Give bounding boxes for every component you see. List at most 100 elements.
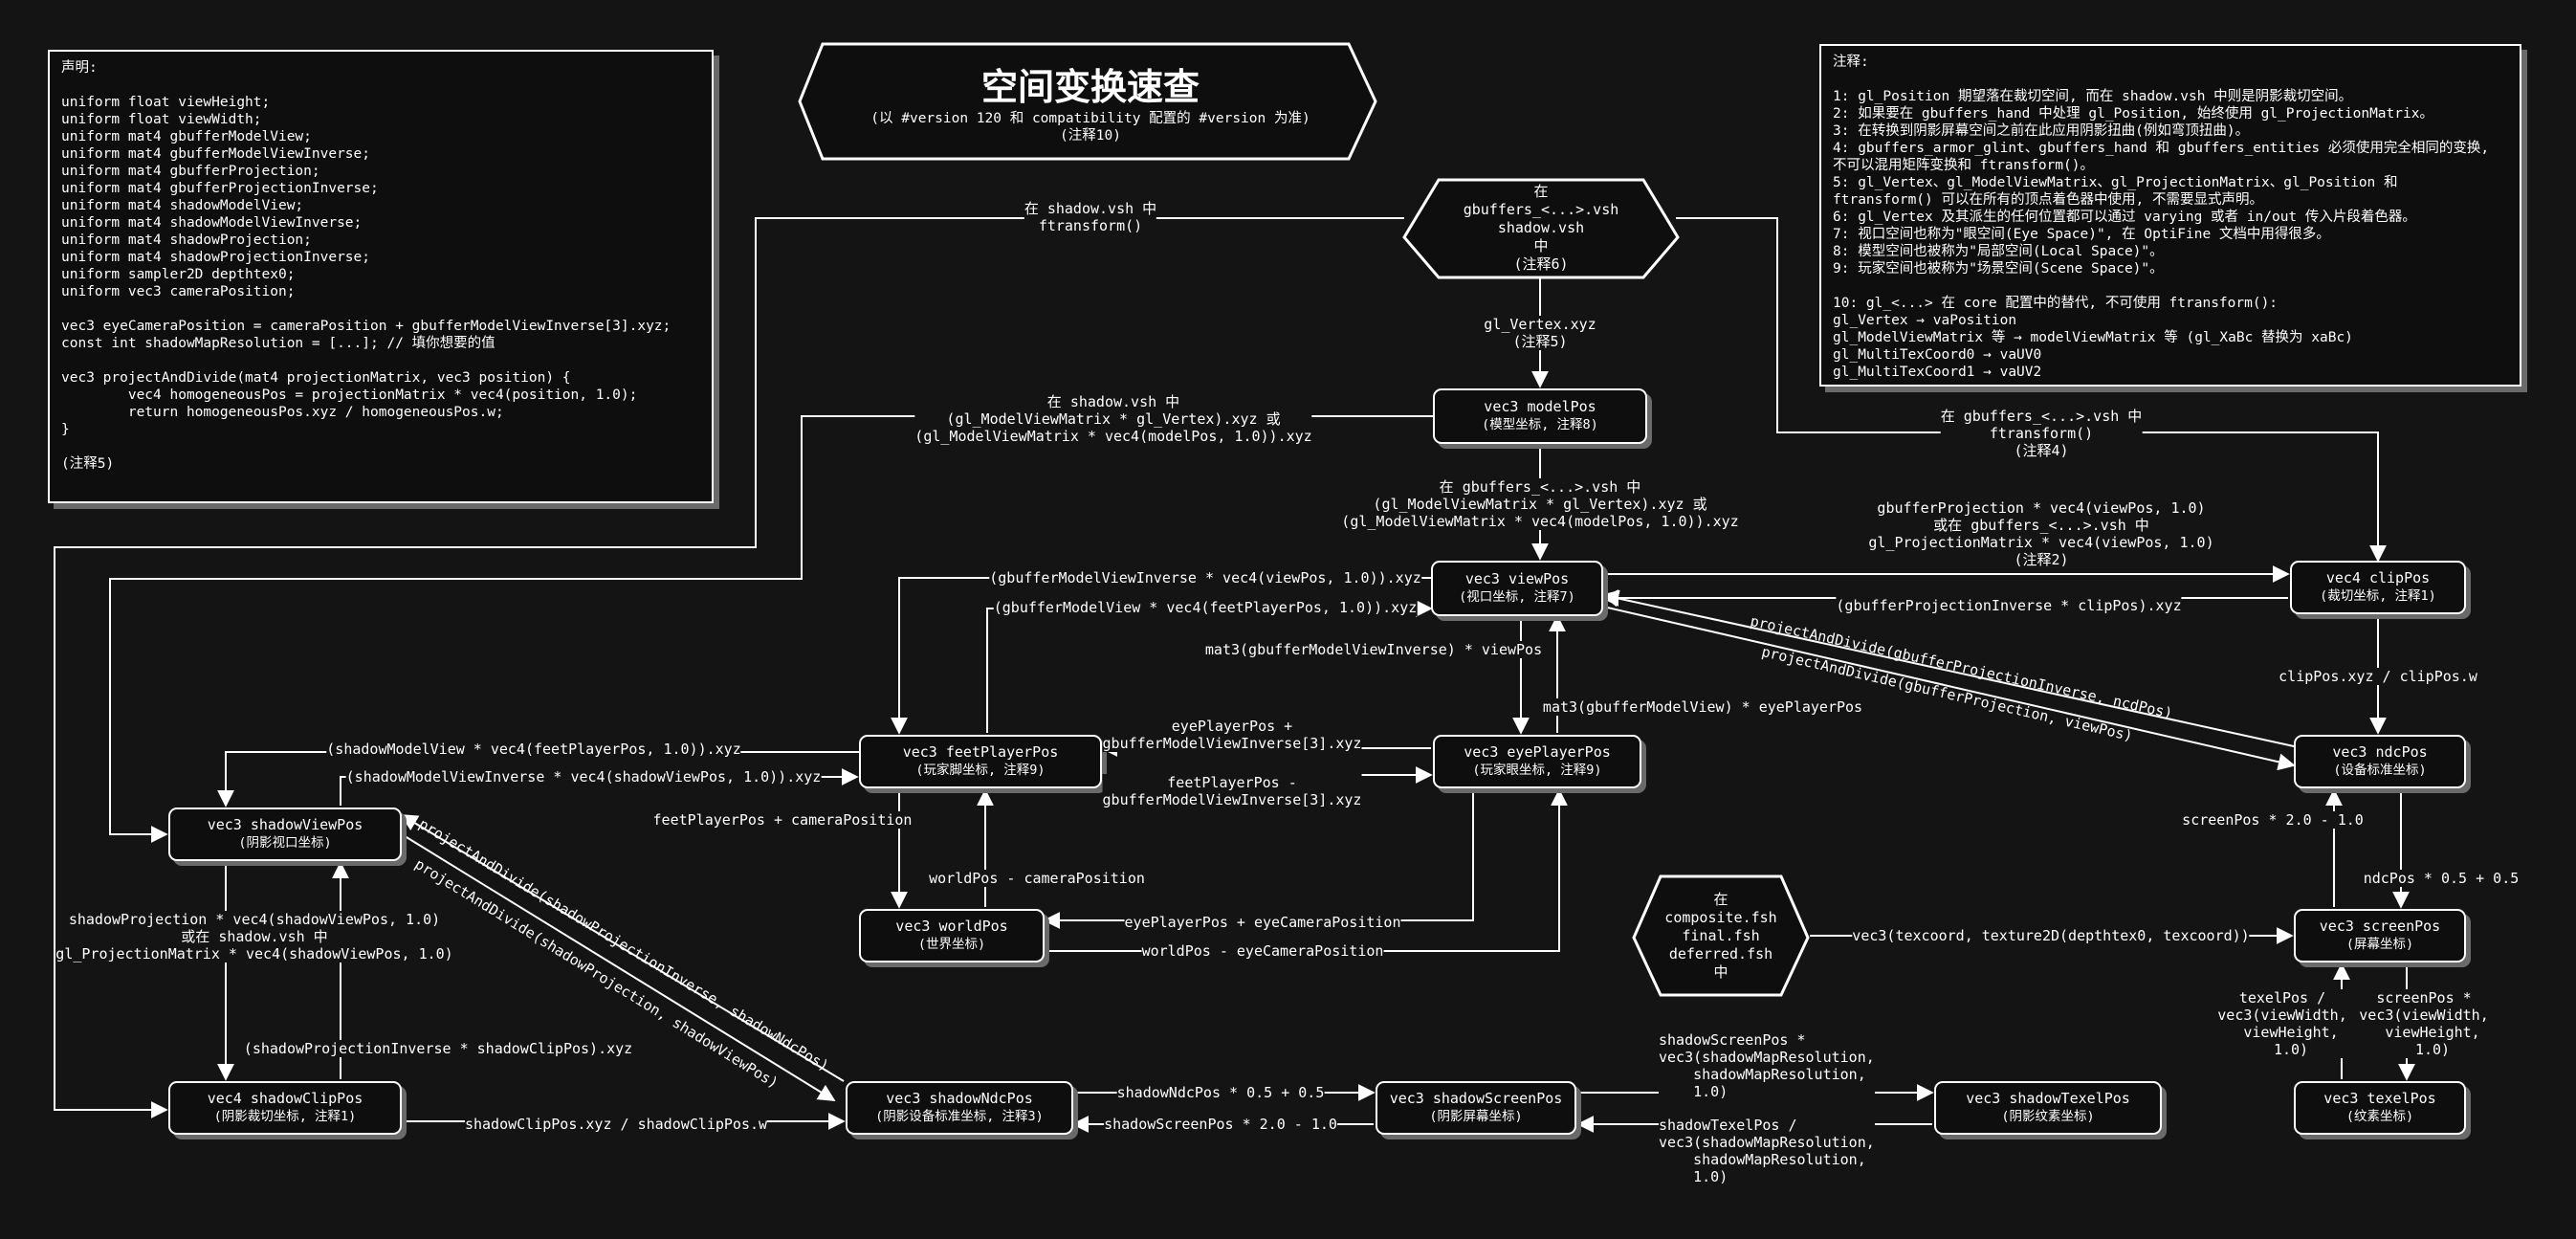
hex-text-line: final.fsh <box>1682 926 1760 944</box>
node-title: vec3 eyePlayerPos <box>1464 743 1611 761</box>
hex-text-line: deferred.fsh <box>1668 944 1773 962</box>
label-view-to-clip: gbufferProjection * vec4(viewPos, 1.0) 或… <box>1868 499 2214 568</box>
node-subtitle: (玩家脚坐标, 注释9) <box>915 763 1046 778</box>
label-ftransform-shadow: 在 shadow.vsh 中 ftransform() <box>1024 200 1157 234</box>
declaration-line: uniform mat4 shadowProjectionInverse; <box>61 250 371 265</box>
node-title: vec3 shadowNdcPos <box>886 1090 1033 1107</box>
node-subtitle: (阴影裁切坐标, 注释1) <box>213 1109 357 1124</box>
note-line: gl_MultiTexCoord1 → vaUV2 <box>1833 365 2042 380</box>
label-eye-to-feet: eyePlayerPos + gbufferModelViewInverse[3… <box>1102 718 1362 752</box>
note-line: 6: gl_Vertex 及其派生的任何位置都可以通过 varying 或者 i… <box>1833 210 2416 225</box>
label-view-to-feet: (gbufferModelViewInverse * vec4(viewPos,… <box>989 569 1421 586</box>
note-line: 3: 在转换到阴影屏幕空间之前在此应用阴影扭曲(例如弯顶扭曲)。 <box>1833 123 2250 139</box>
declaration-line <box>61 352 700 369</box>
label-feet-to-world: feetPlayerPos + cameraPosition <box>652 811 913 829</box>
node-ndc-pos[interactable]: vec3 ndcPos (设备标准坐标) <box>2294 735 2466 788</box>
node-title: vec3 shadowScreenPos <box>1389 1090 1563 1107</box>
node-title: vec3 viewPos <box>1464 570 1570 587</box>
node-subtitle: (阴影视口坐标) <box>238 835 332 851</box>
node-model-pos[interactable]: vec3 modelPos (模型坐标, 注释8) <box>1433 388 1647 444</box>
declarations-panel: 声明: uniform float viewHeight;uniform flo… <box>48 50 714 503</box>
label-depth-to-screen: vec3(texcoord, texture2D(depthtex0, texc… <box>1852 927 2250 944</box>
declaration-line: uniform mat4 shadowModelView; <box>61 198 304 213</box>
page-subtitle: (以 #version 120 和 compatibility 配置的 #ver… <box>870 111 1310 126</box>
note-line: 注释: <box>1833 55 1869 70</box>
node-texel-pos[interactable]: vec3 texelPos (纹素坐标) <box>2294 1081 2466 1135</box>
node-title: vec3 shadowTexelPos <box>1966 1090 2130 1107</box>
note-line: 4: gbuffers_armor_glint、gbuffers_hand 和 … <box>1833 141 2490 156</box>
hex-shader-source <box>1402 178 1680 279</box>
note-line: 8: 模型空间也被称为"局部空间(Local Space)"。 <box>1833 244 2164 259</box>
page-subtitle-note: (注释10) <box>1060 128 1121 144</box>
node-shadow-clip-pos[interactable]: vec4 shadowClipPos (阴影裁切坐标, 注释1) <box>168 1081 402 1135</box>
node-title: vec3 screenPos <box>2319 918 2441 935</box>
node-title: vec3 shadowViewPos <box>207 816 363 833</box>
label-feet-to-eye: feetPlayerPos - gbufferModelViewInverse[… <box>1102 774 1362 808</box>
hex-text-line: 在 <box>1713 890 1728 908</box>
declaration-line: 声明: <box>61 60 98 76</box>
label-shadowview-to-shadowclip: shadowProjection * vec4(shadowViewPos, 1… <box>55 911 453 962</box>
declaration-line: uniform vec3 cameraPosition; <box>61 284 296 299</box>
label-feet-to-shadowview: (shadowModelView * vec4(feetPlayerPos, 1… <box>326 741 741 758</box>
declaration-line: return homogeneousPos.xyz / homogeneousP… <box>61 405 504 420</box>
label-texel-to-screen: texelPos / vec3(viewWidth, viewHeight, 1… <box>2217 989 2347 1058</box>
note-line: 不可以混用矩阵变换和 ftransform()。 <box>1833 158 2094 173</box>
declaration-line <box>61 77 700 94</box>
label-world-to-feet: worldPos - cameraPosition <box>929 870 1145 887</box>
node-eye-player-pos[interactable]: vec3 eyePlayerPos (玩家眼坐标, 注释9) <box>1433 735 1641 788</box>
edge-shadowndc-to-shadowview <box>400 814 845 1082</box>
declaration-line: uniform mat4 gbufferProjection; <box>61 164 320 179</box>
declaration-line: vec3 eyeCameraPosition = cameraPosition … <box>61 319 672 334</box>
node-view-pos[interactable]: vec3 viewPos (视口坐标, 注释7) <box>1431 561 1603 616</box>
hex-text-line: shadow.vsh <box>1497 218 1585 236</box>
node-shadow-texel-pos[interactable]: vec3 shadowTexelPos (阴影纹素坐标) <box>1934 1081 2162 1135</box>
node-shadow-view-pos[interactable]: vec3 shadowViewPos (阴影视口坐标) <box>168 808 402 861</box>
node-subtitle: (阴影设备标准坐标, 注释3) <box>875 1109 1044 1124</box>
hex-text-line: 中 <box>1713 962 1728 981</box>
declaration-line: } <box>61 422 70 437</box>
note-line: gl_MultiTexCoord0 → vaUV0 <box>1833 347 2042 363</box>
edge-ftransform-shadow <box>54 217 1404 1118</box>
edge-model-to-shadowview <box>109 415 1433 843</box>
note-line: 7: 视口空间也称为"眼空间(Eye Space)", 在 OptiFine 文… <box>1833 227 2330 242</box>
declaration-line: uniform mat4 gbufferProjectionInverse; <box>61 181 379 196</box>
declaration-line: uniform mat4 shadowProjection; <box>61 232 312 248</box>
label-model-to-view: 在 gbuffers_<...>.vsh 中 (gl_ModelViewMatr… <box>1341 478 1739 530</box>
note-line: 2: 如果要在 gbuffers_hand 中处理 gl_Position, 始… <box>1833 106 2433 122</box>
node-shadow-ndc-pos[interactable]: vec3 shadowNdcPos (阴影设备标准坐标, 注释3) <box>846 1081 1073 1135</box>
label-shadowscreen-to-shadowndc: shadowScreenPos * 2.0 - 1.0 <box>1104 1116 1337 1133</box>
page-title: 空间变换速查 <box>980 66 1200 108</box>
label-view-to-eye: mat3(gbufferModelViewInverse) * viewPos <box>1204 641 1543 658</box>
label-screen-to-texel: screenPos * vec3(viewWidth, viewHeight, … <box>2359 989 2489 1058</box>
node-subtitle: (屏幕坐标) <box>2345 937 2414 952</box>
hex-text-line: 中 <box>1533 236 1549 254</box>
node-world-pos[interactable]: vec3 worldPos (世界坐标) <box>859 909 1045 962</box>
node-subtitle: (世界坐标) <box>917 937 986 952</box>
title-hexagon <box>798 42 1377 161</box>
label-screen-to-ndc: screenPos * 2.0 - 1.0 <box>2182 811 2364 829</box>
node-screen-pos[interactable]: vec3 screenPos (屏幕坐标) <box>2294 909 2466 962</box>
node-clip-pos[interactable]: vec4 clipPos (裁切坐标, 注释1) <box>2290 561 2466 614</box>
declaration-line: uniform float viewWidth; <box>61 112 262 127</box>
declaration-line: const int shadowMapResolution = [...]; /… <box>61 336 495 351</box>
label-eye-to-world: eyePlayerPos + eyeCameraPosition <box>1124 914 1401 931</box>
declaration-line: (注释5) <box>61 456 115 472</box>
node-subtitle: (裁切坐标, 注释1) <box>2320 588 2436 604</box>
notes-panel: 注释: 1: gl_Position 期望落在裁切空间, 而在 shadow.v… <box>1819 44 2521 387</box>
label-world-to-eye: worldPos - eyeCameraPosition <box>1141 942 1384 960</box>
hex-text-line: composite.fsh <box>1664 908 1777 926</box>
declaration-line: vec4 homogeneousPos = projectionMatrix *… <box>61 387 638 403</box>
note-line: 1: gl_Position 期望落在裁切空间, 而在 shadow.vsh 中… <box>1833 89 2353 104</box>
declaration-line <box>61 438 700 455</box>
label-ndc-to-screen: ndcPos * 0.5 + 0.5 <box>2363 870 2520 887</box>
node-feet-player-pos[interactable]: vec3 feetPlayerPos (玩家脚坐标, 注释9) <box>859 735 1102 788</box>
edge-shadowview-to-shadowndc <box>401 833 836 1101</box>
label-clip-to-ndc: clipPos.xyz / clipPos.w <box>2279 668 2477 685</box>
node-title: vec4 shadowClipPos <box>207 1090 363 1107</box>
node-subtitle: (设备标准坐标) <box>2333 763 2427 778</box>
node-title: vec3 feetPlayerPos <box>902 743 1059 761</box>
node-shadow-screen-pos[interactable]: vec3 shadowScreenPos (阴影屏幕坐标) <box>1376 1081 1576 1135</box>
declaration-line: uniform mat4 gbufferModelViewInverse; <box>61 146 371 162</box>
